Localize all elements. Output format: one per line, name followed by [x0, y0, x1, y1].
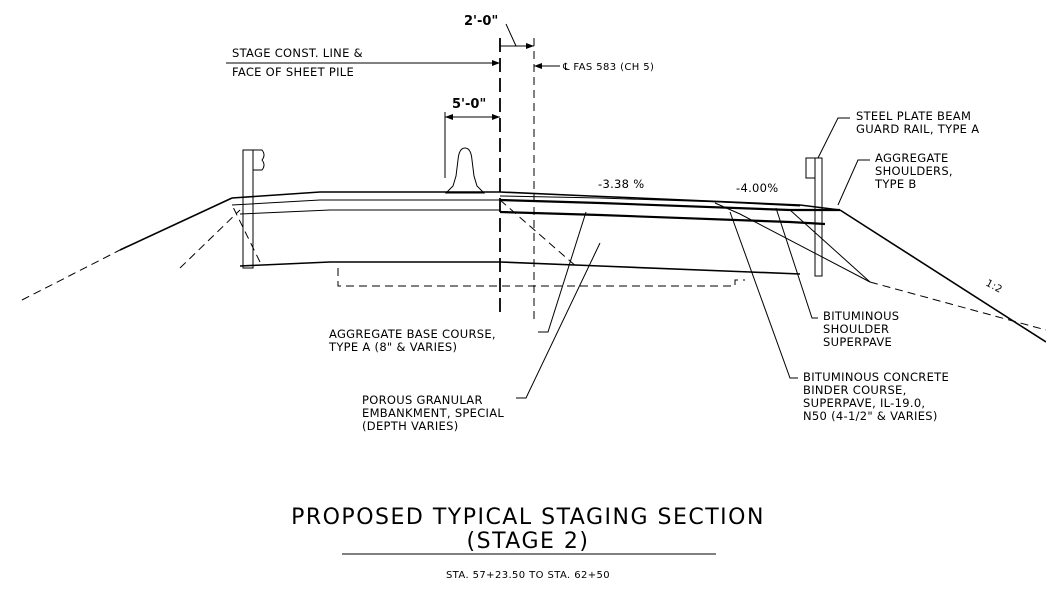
bit-shoulder-label: BITUMINOUS SHOULDER SUPERPAVE [775, 207, 899, 349]
dimension-5ft: 5'-0" [444, 97, 500, 178]
guard-rail-text-2: GUARD RAIL, TYPE A [856, 122, 979, 136]
binder-text-1: BITUMINOUS CONCRETE [803, 370, 949, 384]
left-rail-element [253, 149, 265, 171]
agg-shoulder-edge [789, 209, 871, 283]
left-dashed-wedge-1 [179, 209, 241, 269]
right-rail-element [805, 157, 815, 179]
right-ground-dashed [869, 281, 1046, 331]
binder-text-3: SUPERPAVE, IL-19.0, [803, 396, 925, 410]
centerline-label: ℄ FAS 583 (CH 5) [534, 62, 654, 73]
dim-2ft-text: 2'-0" [464, 14, 498, 29]
centerline-arrow [534, 63, 542, 69]
porous-embankment-limit [337, 268, 745, 287]
dimension-2ft: 2'-0" [464, 14, 534, 49]
existing-base-line [239, 209, 500, 215]
bit-shoulder-text-2: SHOULDER [823, 322, 889, 336]
binder-text-4: N50 (4-1/2" & VARIES) [803, 409, 938, 423]
agg-shoulder-text-3: TYPE B [874, 177, 917, 191]
cross-slope-shoulder: -4.00% [736, 181, 778, 195]
side-slope-ratio: 1:2 [984, 278, 1004, 296]
agg-shoulder-text-1: AGGREGATE [875, 151, 949, 165]
pavement-layers [179, 191, 871, 287]
dim-5ft-text: 5'-0" [452, 97, 486, 112]
left-dashed-wedge-2 [231, 204, 261, 263]
bit-shoulder-edge [714, 202, 871, 283]
drawing-stage: (STAGE 2) [467, 529, 590, 554]
porous-label: POROUS GRANULAR EMBANKMENT, SPECIAL (DEP… [362, 242, 601, 433]
porous-text-2: EMBANKMENT, SPECIAL [362, 406, 504, 420]
centerline-text: ℄ FAS 583 (CH 5) [562, 62, 654, 73]
base-course-text-1: AGGREGATE BASE COURSE, [329, 327, 496, 341]
drawing-title: PROPOSED TYPICAL STAGING SECTION [291, 505, 765, 530]
base-course-leader [538, 211, 587, 333]
binder-text-2: BINDER COURSE, [803, 383, 907, 397]
subbase-bottom-line [239, 261, 801, 275]
porous-text-1: POROUS GRANULAR [362, 393, 483, 407]
cross-slope-pavement: -3.38 % [598, 177, 644, 191]
left-guard-rail [242, 149, 265, 269]
dim-5ft-arrow-left [445, 114, 453, 120]
left-guard-post [242, 149, 254, 269]
porous-leader [516, 242, 601, 399]
temporary-concrete-barrier [444, 147, 486, 194]
bit-shoulder-text-3: SUPERPAVE [823, 335, 892, 349]
dim-2ft-leader [505, 23, 517, 47]
stage-line-text-1: STAGE CONST. LINE & [232, 46, 363, 60]
agg-shoulder-text-2: SHOULDERS, [875, 164, 953, 178]
binder-course-label: BITUMINOUS CONCRETE BINDER COURSE, SUPER… [729, 211, 949, 423]
title-block: PROPOSED TYPICAL STAGING SECTION (STAGE … [291, 505, 765, 581]
center-dashed-diagonal [499, 199, 579, 269]
binder-course-leader [729, 211, 798, 379]
station-range: STA. 57+23.50 TO STA. 62+50 [446, 570, 610, 581]
guard-rail-text-1: STEEL PLATE BEAM [856, 109, 971, 123]
existing-surface-line [231, 199, 500, 206]
dim-2ft-arrow [526, 43, 534, 49]
bit-shoulder-leader [775, 207, 818, 319]
bit-shoulder-text-1: BITUMINOUS [823, 309, 899, 323]
guard-rail-label: STEEL PLATE BEAM GUARD RAIL, TYPE A [817, 109, 979, 159]
surface-course-line [499, 195, 801, 207]
right-fill-slope [839, 209, 1046, 343]
ground-lines [21, 197, 1046, 343]
right-guard-rail [805, 157, 823, 277]
dim-5ft-arrow-right [492, 114, 500, 120]
stage-line-text-2: FACE OF SHEET PILE [232, 65, 354, 79]
left-fill-slope [119, 197, 233, 251]
agg-shoulder-leader [837, 159, 870, 206]
base-course-label: AGGREGATE BASE COURSE, TYPE A (8" & VARI… [328, 211, 587, 354]
binder-course-bottom [499, 210, 826, 226]
stage-line-label: STAGE CONST. LINE & FACE OF SHEET PILE [226, 46, 500, 79]
pavement-top-surface [231, 191, 841, 211]
porous-text-3: (DEPTH VARIES) [362, 419, 459, 433]
agg-shoulder-label: AGGREGATE SHOULDERS, TYPE B [837, 151, 953, 206]
base-course-text-2: TYPE A (8" & VARIES) [328, 340, 457, 354]
right-guard-post [814, 157, 823, 277]
guard-rail-leader [817, 117, 850, 159]
left-ground-dashed [21, 249, 121, 301]
stage-line-arrow [492, 60, 500, 66]
